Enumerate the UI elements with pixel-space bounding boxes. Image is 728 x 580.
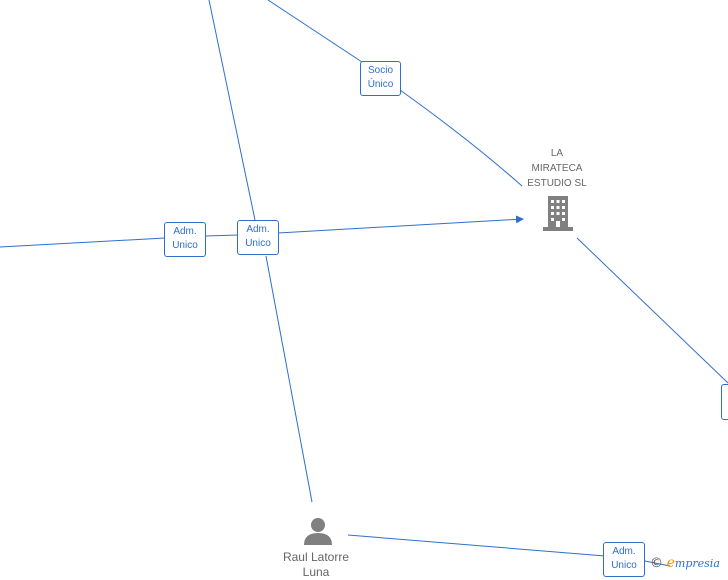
- company-name[interactable]: LA MIRATECA ESTUDIO SL: [527, 148, 587, 189]
- role-badge-socio-unico[interactable]: Socio Único: [360, 61, 401, 96]
- brand-initial: e: [666, 555, 675, 571]
- edge-vertical-bottom: [265, 255, 313, 503]
- edge-person-right: [347, 534, 671, 567]
- person-name[interactable]: Raul Latorre Luna: [282, 550, 350, 579]
- edge-adm-unico-left: [0, 234, 239, 248]
- role-badge-partial-right[interactable]: [721, 384, 728, 420]
- brand-name: mpresia: [674, 557, 720, 570]
- edge-adm-unico-center: [277, 215, 524, 234]
- empresia-watermark: © empresia: [650, 555, 728, 573]
- building-icon[interactable]: [541, 196, 575, 237]
- role-badge-adm-unico-center[interactable]: Adm. Unico: [237, 220, 279, 255]
- person-icon[interactable]: [303, 516, 333, 551]
- edge-vertical-top: [208, 0, 256, 221]
- edge-socio-unico: [267, 0, 523, 187]
- edge-company-right: [576, 237, 728, 384]
- role-badge-adm-unico-left[interactable]: Adm. Unico: [164, 222, 206, 257]
- role-badge-adm-unico-bottom[interactable]: Adm. Unico: [603, 542, 645, 577]
- copyright-symbol: ©: [650, 556, 663, 571]
